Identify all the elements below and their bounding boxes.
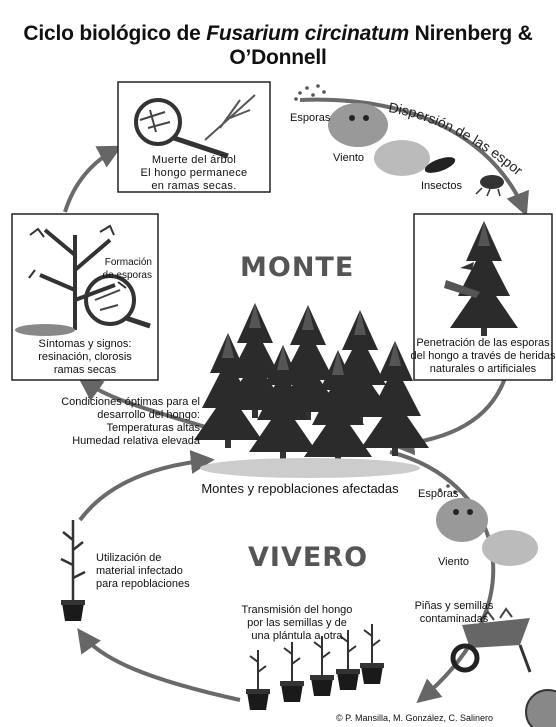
corner-logo (525, 689, 556, 727)
arrow-vivero-left (78, 449, 215, 522)
wind-cloud-top (328, 103, 430, 176)
seedling-row (246, 624, 384, 710)
label-esporas-bottom: Esporas (418, 488, 459, 500)
species-name: Fusarium circinatum (206, 22, 409, 45)
magnifier-sintomas (84, 274, 136, 326)
label-viento-bottom: Viento (438, 556, 469, 568)
arrow-to-sintomas (78, 377, 216, 432)
spores-top (294, 84, 326, 101)
spores-bottom (438, 484, 457, 494)
magnifier-muerte (134, 98, 182, 146)
diagram-title: Ciclo biológico de Fusarium circinatum N… (23, 22, 533, 69)
box-muerte (117, 81, 271, 193)
insect-icons (424, 157, 504, 197)
forest-monte (194, 303, 429, 478)
label-esporas-top: Esporas (290, 112, 331, 124)
section-monte: MONTE (240, 252, 355, 283)
label-viento-top: Viento (333, 152, 364, 164)
wind-cloud-bottom (436, 498, 538, 566)
credit-text: © P. Mansilla, M. González, C. Salinero (336, 713, 494, 723)
section-vivero: VIVERO (248, 542, 369, 573)
seedling-infected (60, 520, 86, 621)
arrow-vivero-bottom (77, 628, 241, 702)
label-insectos: Insectos (421, 180, 462, 192)
label-montes: Montes y repoblaciones afectadas (201, 481, 399, 496)
wheelbarrow-icon (450, 607, 532, 673)
arrow-to-muerte (63, 145, 123, 213)
arrow-dispersion (299, 97, 529, 217)
